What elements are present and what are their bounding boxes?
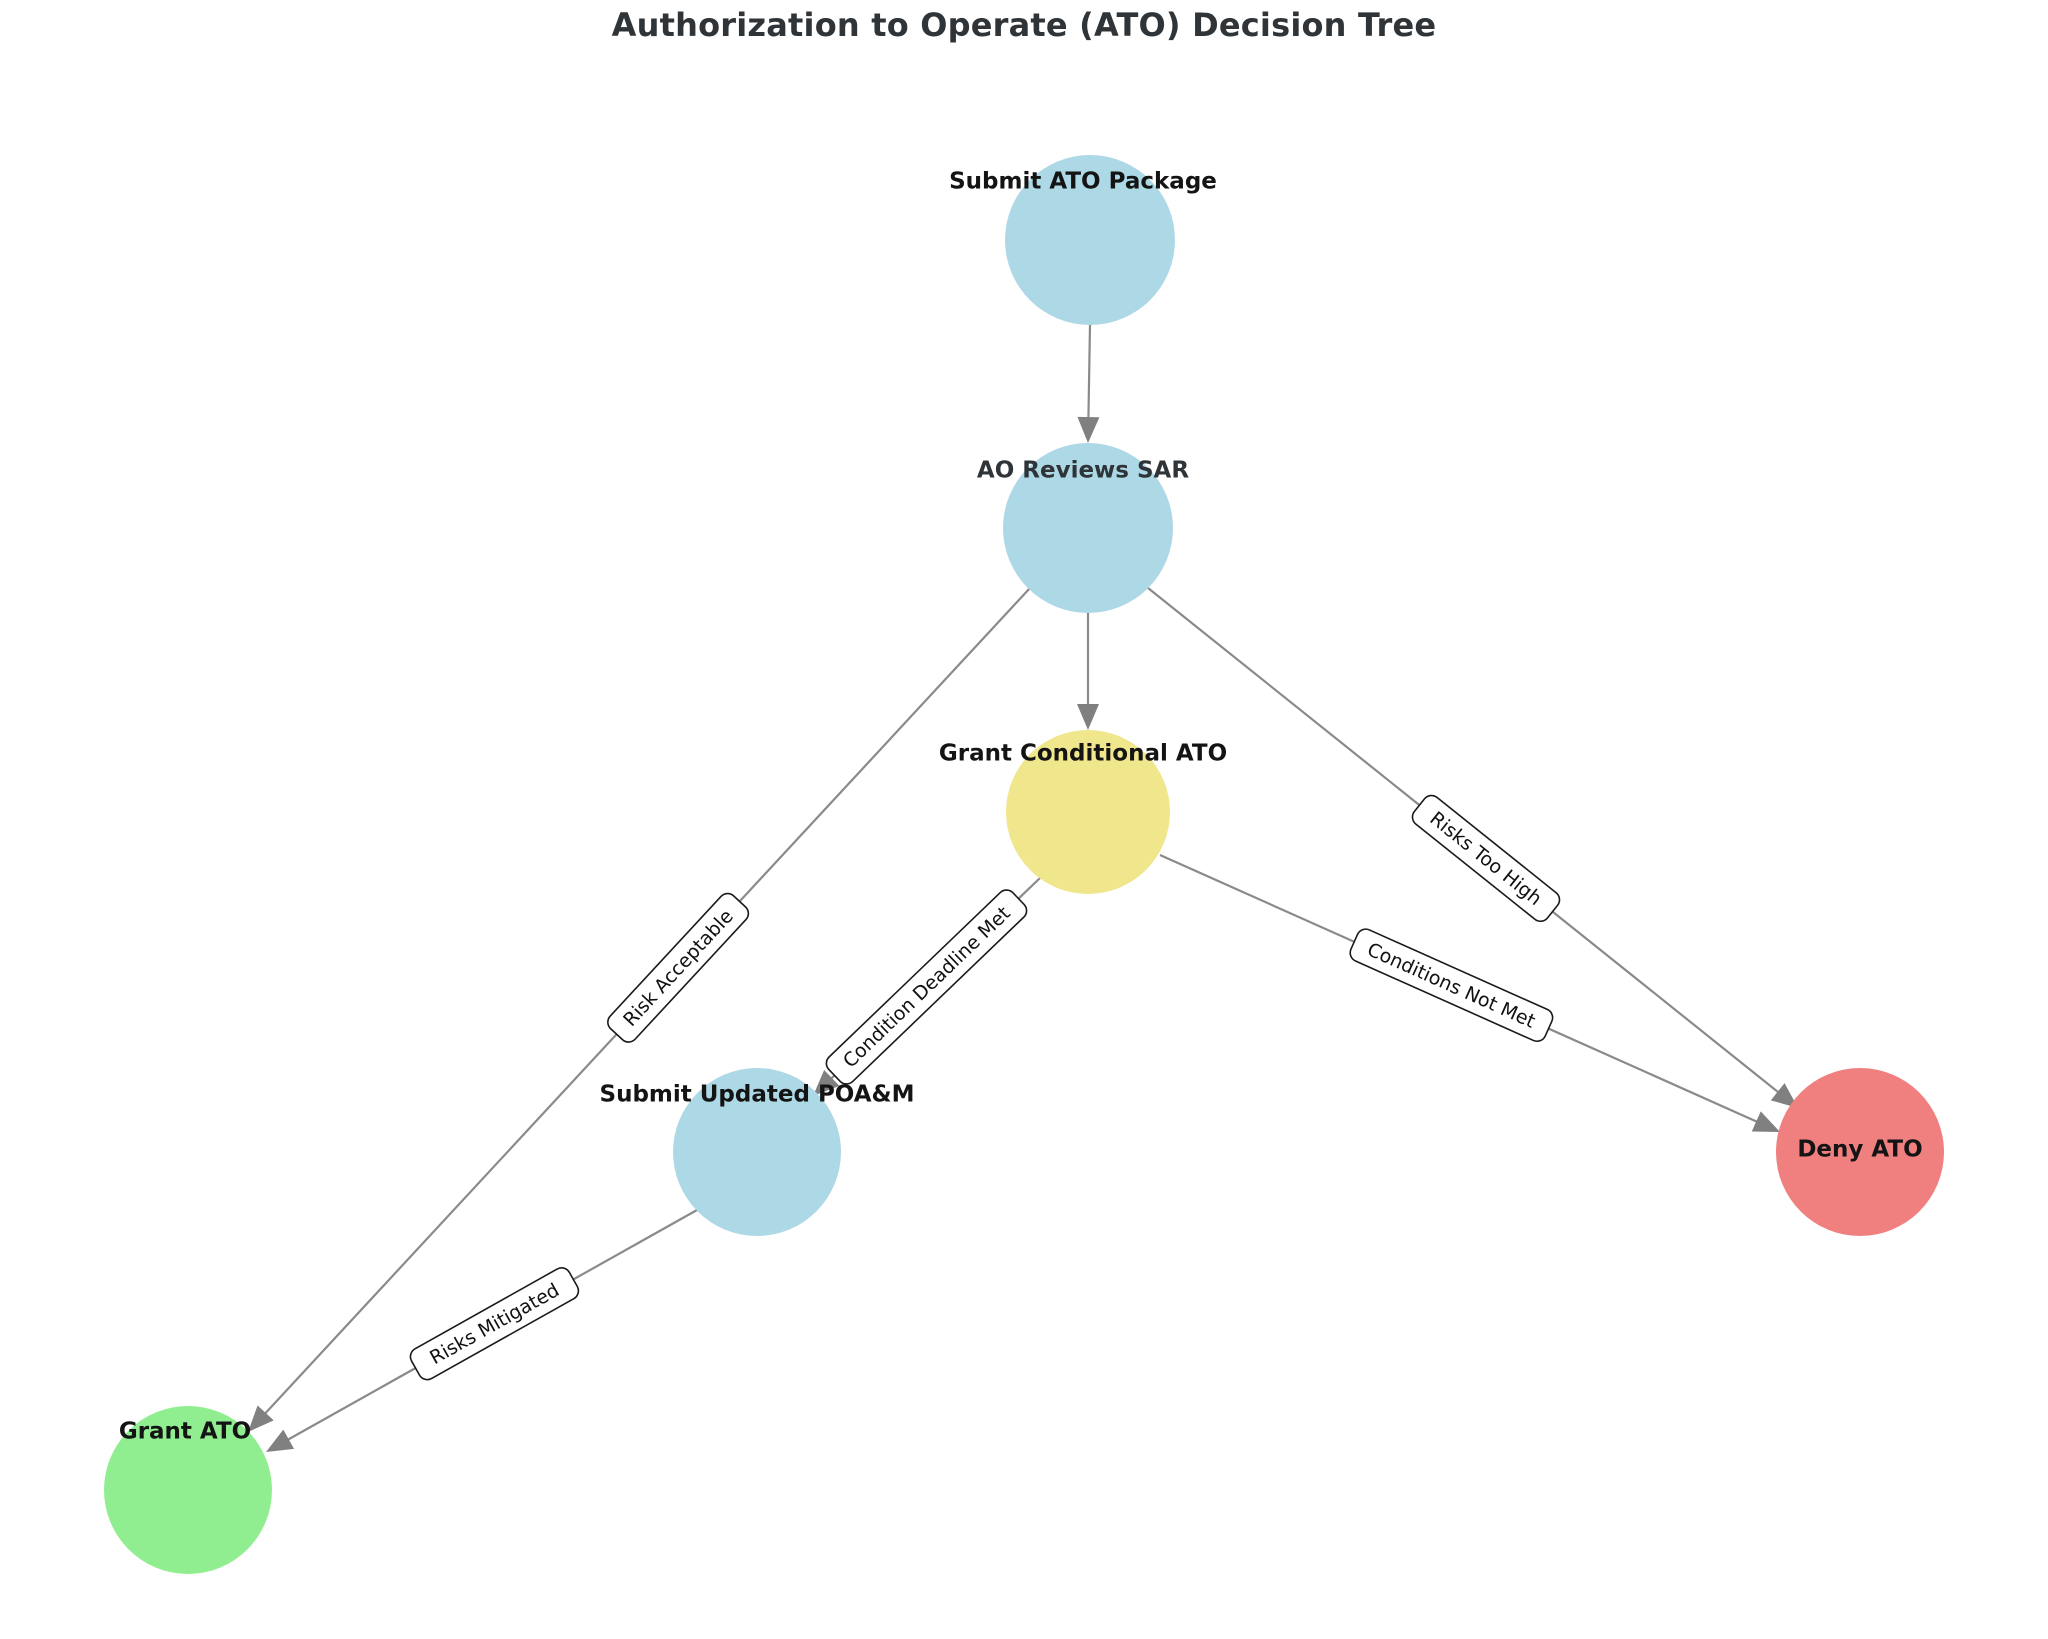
node-circle-poam[interactable] bbox=[673, 1068, 841, 1236]
nodes-layer: Submit ATO Package AO Reviews SAR Grant Co… bbox=[104, 155, 1944, 1574]
edge-label-box-e2 bbox=[607, 892, 750, 1043]
arrowhead-e4 bbox=[1770, 1083, 1798, 1108]
edge-label-box-e6 bbox=[1349, 928, 1554, 1043]
edge-label-box-e7 bbox=[409, 1267, 580, 1381]
node-label-poam: Submit Updated POA&M bbox=[600, 1082, 915, 1108]
page-title: Authorization to Operate (ATO) Decision … bbox=[611, 6, 1437, 44]
node-label-deny: Deny ATO bbox=[1797, 1137, 1922, 1163]
arrowhead-e3 bbox=[1077, 704, 1099, 730]
node-circle-grant[interactable] bbox=[104, 1406, 272, 1574]
node-deny[interactable]: Deny ATO bbox=[1776, 1068, 1944, 1236]
edge-label-text-e6: Conditions Not Met bbox=[1364, 939, 1539, 1033]
edge-line-e1 bbox=[1087, 324, 1092, 420]
edge-label-box-e4 bbox=[1411, 794, 1561, 923]
edge-label-text-e4: Risks Too High bbox=[1425, 808, 1545, 911]
node-label-conditional: Grant Conditional ATO bbox=[939, 741, 1227, 767]
edge-label-text-e5: Condition Deadline Met bbox=[839, 902, 1015, 1072]
node-circle-submit[interactable] bbox=[1005, 155, 1175, 325]
edge-label-e7: Risks Mitigated bbox=[409, 1267, 580, 1381]
edge-label-e2: Risk Acceptable bbox=[607, 892, 750, 1043]
arrowhead-e2 bbox=[248, 1405, 274, 1432]
edge-label-e4: Risks Too High bbox=[1411, 794, 1561, 923]
edge-label-text-e7: Risks Mitigated bbox=[426, 1279, 563, 1369]
edge-e1 bbox=[1077, 324, 1100, 443]
node-review[interactable]: AO Reviews SAR bbox=[977, 443, 1189, 613]
node-conditional[interactable]: Grant Conditional ATO bbox=[939, 730, 1227, 894]
arrowhead-e5 bbox=[813, 1070, 840, 1096]
node-circle-deny[interactable] bbox=[1776, 1068, 1944, 1236]
node-circle-conditional[interactable] bbox=[1006, 730, 1170, 894]
arrowhead-e6 bbox=[1751, 1111, 1780, 1132]
node-submit[interactable]: Submit ATO Package bbox=[949, 155, 1217, 325]
arrowhead-e1 bbox=[1077, 416, 1100, 443]
arrowhead-e7 bbox=[266, 1429, 295, 1452]
edge-label-e6: Conditions Not Met bbox=[1349, 928, 1554, 1043]
edge-label-e5: Condition Deadline Met bbox=[825, 889, 1028, 1085]
node-label-review: AO Reviews SAR bbox=[977, 458, 1189, 484]
node-label-submit: Submit ATO Package bbox=[949, 169, 1217, 195]
node-label-grant: Grant ATO bbox=[119, 1419, 251, 1445]
node-circle-review[interactable] bbox=[1003, 443, 1173, 613]
edge-label-text-e2: Risk Acceptable bbox=[619, 905, 738, 1031]
edge-label-box-e5 bbox=[825, 889, 1028, 1085]
node-grant[interactable]: Grant ATO bbox=[104, 1406, 272, 1574]
node-poam[interactable]: Submit Updated POA&M bbox=[600, 1068, 915, 1236]
edge-e3 bbox=[1077, 613, 1099, 730]
